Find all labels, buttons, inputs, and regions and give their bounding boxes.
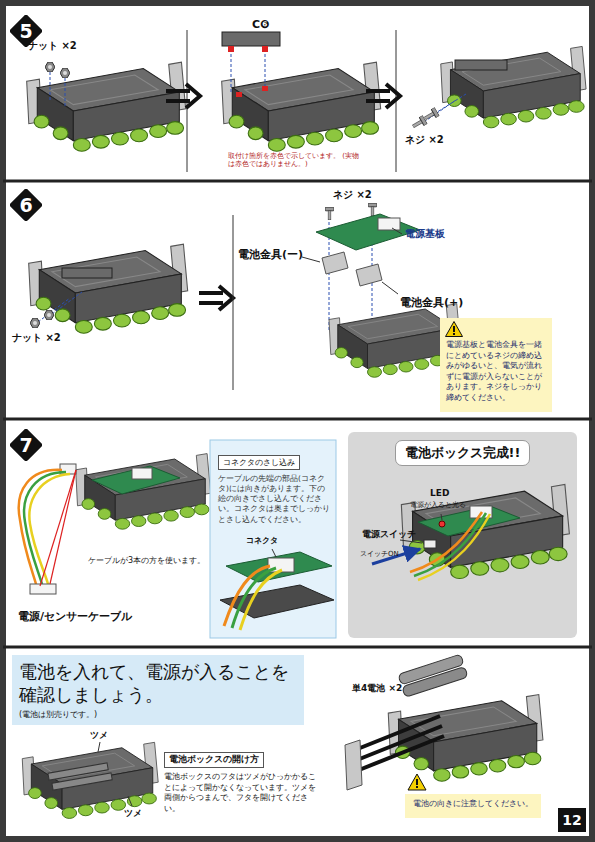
step-number: 7 — [10, 429, 42, 461]
instruction-band: 電池を入れて、電源が入ることを確認しましょう。 (電池は別売りです。) — [12, 655, 304, 725]
node-text: 12 — [558, 808, 586, 832]
warning-note: 電池の向きに注意してください。 — [405, 794, 541, 818]
node-body: 電池ボックスのフタはツメがひっかかることによって開かなくなっています。ツメを両側… — [164, 772, 322, 814]
node-text: 6 — [10, 189, 42, 221]
part-name: LED — [430, 488, 449, 499]
node-text: 電源基板と電池金具を一緒にとめているネジの締め込みがゆるいと、電気が流れずに電源… — [446, 340, 547, 403]
part-name: 電源/センサーケーブル — [18, 610, 132, 623]
node-body: ケーブルの先端の部品(コネクタ)には向きがあります。下の絵の向きでさし込んでくだ… — [218, 474, 330, 525]
note: ケーブルが3本の方を使います。 — [88, 556, 205, 566]
note: 取付け箇所を赤色で示しています。 (実物は赤色ではありません。) — [228, 152, 363, 169]
part-name: ツメ — [90, 730, 108, 741]
node-text: 電池ボックス完成!! — [395, 440, 531, 466]
node-text: コネクタのさし込み — [218, 455, 300, 470]
part-name: 電源基板 — [405, 228, 445, 240]
node-text: 電池ボックスの開け方 — [164, 752, 264, 768]
part-count: ナット ×2 — [12, 332, 61, 344]
step-number: 6 — [10, 189, 42, 221]
node-text: 7 — [10, 429, 42, 461]
warning-icon — [445, 321, 463, 337]
part-name: ツメ — [124, 808, 142, 819]
part-name: 電池金具(ー) — [238, 248, 303, 261]
part-id: C❻ — [252, 18, 269, 31]
node-body: (電池は別売りです。) — [19, 709, 298, 720]
note: スイッチON — [360, 550, 399, 558]
part-count: ネジ ×2 — [405, 134, 444, 146]
node-text: 電池の向きに注意してください。 — [413, 799, 537, 809]
note: 電源が入ると光る — [410, 501, 466, 509]
part-name: コネクタ — [244, 536, 280, 546]
warning-note: 電源基板と電池金具を一緒にとめているネジの締め込みがゆるいと、電気が流れずに電源… — [440, 318, 552, 412]
part-name: 電源スイッチ — [362, 529, 416, 540]
part-count: ネジ ×2 — [333, 189, 372, 201]
part-count: 単4電池 ×2 — [352, 683, 402, 694]
page-number: 12 — [558, 808, 586, 832]
part-name: 電池金具(+) — [400, 296, 463, 309]
howto-note: 電池ボックスの開け方電池ボックスのフタはツメがひっかかることによって開かなくなっ… — [162, 745, 324, 825]
part-count: ナット ×2 — [28, 40, 77, 52]
node-text: 電池を入れて、電源が入ることを確認しましょう。 — [19, 660, 298, 707]
